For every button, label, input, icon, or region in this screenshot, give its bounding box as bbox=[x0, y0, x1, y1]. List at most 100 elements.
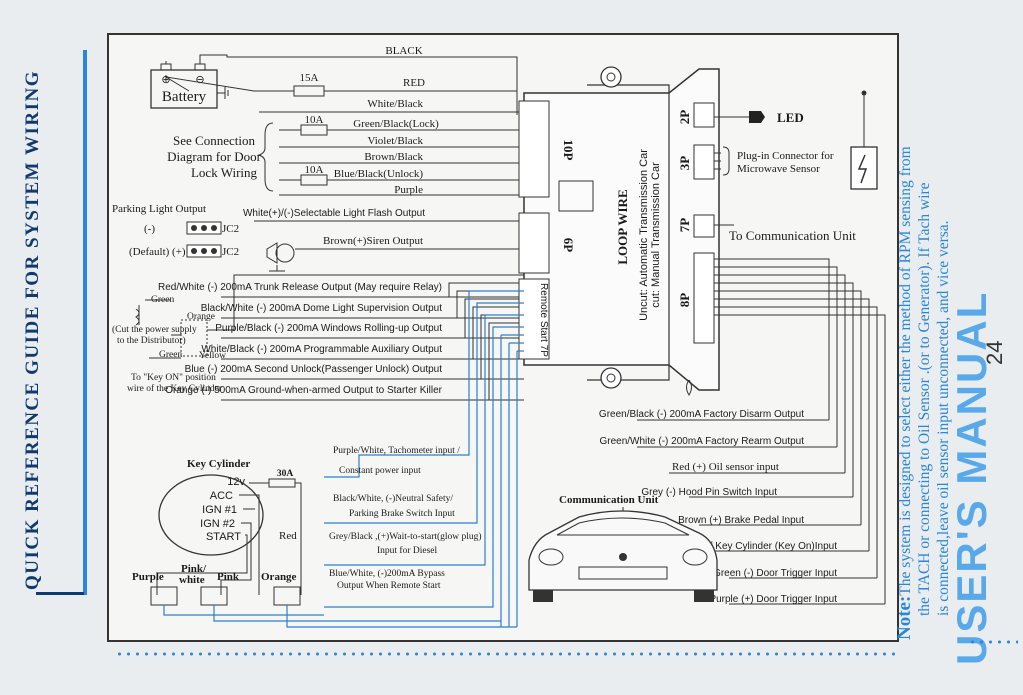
relay-note-1: To "Key ON" position bbox=[131, 373, 216, 383]
key-ign2: IGN #2 bbox=[200, 518, 235, 530]
battery: ⊕ ⊖ Battery bbox=[150, 63, 218, 109]
control-module: 10P 6P Remote Start 7P LOOP WIRE Uncut: … bbox=[518, 66, 720, 391]
fuse-lock-label: 10A bbox=[305, 114, 324, 126]
led-label: LED bbox=[777, 110, 804, 125]
sidebar-bracket bbox=[36, 592, 84, 595]
microwave-sensor-icon bbox=[850, 90, 878, 190]
connector-3p: 3P bbox=[677, 156, 692, 171]
battery-minus: ⊖ bbox=[195, 74, 204, 86]
comm-unit-label: To Communication Unit bbox=[729, 228, 856, 243]
led-icon: LED bbox=[714, 110, 804, 125]
relay-green-2: Green bbox=[159, 350, 182, 360]
starter-relay: Green Orange Yellow (Cut the power suppl… bbox=[112, 274, 524, 394]
red-wire-label: RED bbox=[403, 77, 425, 89]
microwave-line1: Plug-in Connector for bbox=[737, 150, 834, 162]
sidebar-title: QUICK REFERENCE GUIDE FOR SYSTEM WIRING bbox=[22, 69, 43, 590]
connector-7p: 7P bbox=[677, 218, 692, 233]
blue-black-label: Blue/Black(Unlock) bbox=[334, 168, 424, 180]
connector-remote-7p: Remote Start 7P bbox=[538, 283, 549, 357]
brown-black-label: Brown/Black bbox=[364, 151, 423, 163]
battery-label: Battery bbox=[162, 89, 207, 105]
remote-wire-2-line2: Input for Diesel bbox=[377, 545, 438, 556]
red-wire bbox=[165, 61, 518, 115]
relay-cut-1: (Cut the power supply bbox=[112, 324, 197, 335]
lock-wiring-group: See Connection Diagram for Door Lock Wir… bbox=[167, 114, 524, 196]
relay-yellow: Yellow bbox=[199, 351, 226, 361]
car-comm-label: Communication Unit bbox=[559, 494, 659, 506]
output-0: Red/White (-) 200mA Trunk Release Output… bbox=[158, 282, 442, 293]
parking-light-group: Parking Light Output (-) JC2 (Default) (… bbox=[112, 203, 524, 258]
key-red: Red bbox=[279, 530, 297, 542]
remote-wire-3-line1: Blue/White, (-)200mA Bypass bbox=[329, 568, 445, 579]
relay-note-2: wire of the Key Cylinder bbox=[127, 383, 223, 394]
black-wire bbox=[199, 54, 518, 101]
key-cylinder: Key Cylinder 12v ACC IGN #1 IGN #2 START… bbox=[132, 458, 517, 628]
key-orange: Orange bbox=[261, 571, 297, 583]
note-line2: the TACH or connecting to Oil Sensor .(o… bbox=[916, 182, 933, 616]
remote-wire-1-line1: Black/White, (-)Neutral Safety/ bbox=[333, 493, 453, 504]
connector-10p: 10P bbox=[561, 140, 576, 161]
output-wires bbox=[221, 282, 524, 401]
relay-orange: Orange bbox=[187, 312, 215, 322]
remote-wire-2-line1: Grey/Black ,(+)Wait-to-start(glow plug) bbox=[329, 531, 482, 542]
relay-cut-2: to the Distributor) bbox=[117, 335, 186, 346]
remote-start-wires bbox=[324, 290, 524, 627]
parking-title: Parking Light Output bbox=[112, 203, 206, 215]
input-0: Green/Black (-) 200mA Factory Disarm Out… bbox=[599, 409, 804, 420]
key-pink: Pink bbox=[217, 571, 240, 583]
fuse-15a bbox=[293, 85, 325, 97]
input-1: Green/White (-) 200mA Factory Rearm Outp… bbox=[599, 436, 804, 447]
key-ign1: IGN #1 bbox=[202, 504, 237, 516]
input-4: Brown (+) Brake Pedal Input bbox=[678, 515, 804, 526]
ground-symbol bbox=[217, 87, 229, 99]
key-start: START bbox=[206, 531, 241, 543]
input-3: Grey (-) Hood Pin Switch Input bbox=[641, 487, 777, 498]
lock-caption-1: See Connection bbox=[173, 133, 255, 148]
sidebar-accent-line bbox=[83, 50, 87, 595]
key-12v: 12v bbox=[227, 476, 245, 488]
fuse-15a-label: 15A bbox=[300, 72, 319, 84]
jc2-label-1: JC2 bbox=[222, 223, 239, 235]
output-2: Purple/Black (-) 200mA Windows Rolling-u… bbox=[215, 323, 442, 334]
violet-black-label: Violet/Black bbox=[367, 135, 423, 147]
fuse-unlock-label: 10A bbox=[305, 164, 324, 176]
siren-output-label: Brown(+)Siren Output bbox=[323, 235, 423, 247]
output-5: Orange (-) 500mA Ground-when-armed Outpu… bbox=[165, 385, 442, 396]
module-uncut: Uncut: Automatic Transmission Car bbox=[638, 149, 650, 321]
wiring-diagram-panel: ⊕ ⊖ Battery BLACK 15A RED White/Black Se… bbox=[107, 33, 899, 642]
battery-plus: ⊕ bbox=[161, 74, 170, 86]
note-label: Note: bbox=[894, 595, 915, 640]
green-black-label: Green/Black(Lock) bbox=[353, 118, 439, 130]
note-line1: The system is designed to select either … bbox=[897, 146, 914, 596]
input-2: Red (+) Oil sensor input bbox=[672, 461, 779, 473]
flash-output-label: White(+)/(-)Selectable Light Flash Outpu… bbox=[243, 208, 425, 219]
wiring-diagram: ⊕ ⊖ Battery BLACK 15A RED White/Black Se… bbox=[112, 45, 886, 628]
relay-wire-out bbox=[207, 274, 524, 331]
siren-icon bbox=[266, 242, 295, 272]
key-acc: ACC bbox=[210, 490, 233, 502]
car-icon: Communication Unit bbox=[528, 494, 718, 602]
connector-2p: 2P bbox=[677, 110, 692, 125]
jc2-label-2: JC2 bbox=[222, 246, 239, 258]
microwave-line2: Microwave Sensor bbox=[737, 163, 820, 175]
output-3: White/Black (-) 200mA Programmable Auxil… bbox=[201, 344, 442, 355]
remote-wire-1-line2: Parking Brake Switch Input bbox=[349, 509, 455, 519]
output-1: Black/White (-) 200mA Dome Light Supervi… bbox=[201, 303, 442, 314]
input-6: Green (-) Door Trigger Input bbox=[713, 568, 837, 579]
remote-wire-3-line2: Output When Remote Start bbox=[337, 581, 441, 591]
manual-title: USER'S MANUAL bbox=[948, 290, 995, 665]
input-wires bbox=[637, 258, 886, 605]
module-name: LOOP WIRE bbox=[615, 189, 630, 264]
output-4: Blue (-) 200mA Second Unlock(Passenger U… bbox=[185, 364, 443, 375]
black-wire-label: BLACK bbox=[385, 45, 422, 57]
key-pink-white-1: Pink/ bbox=[181, 563, 207, 575]
connector-8p: 8P bbox=[677, 293, 692, 308]
purple-label: Purple bbox=[394, 184, 423, 196]
remote-wire-0-line1: Purple/White, Tachometer input / bbox=[333, 446, 460, 456]
key-cylinder-title: Key Cylinder bbox=[187, 458, 250, 470]
key-fuse-30a: 30A bbox=[277, 469, 294, 479]
white-black-label: White/Black bbox=[367, 98, 423, 110]
parking-neg: (-) bbox=[144, 223, 155, 235]
key-purple: Purple bbox=[132, 571, 164, 583]
module-cut: cut: Manual Transmission Car bbox=[650, 162, 662, 308]
